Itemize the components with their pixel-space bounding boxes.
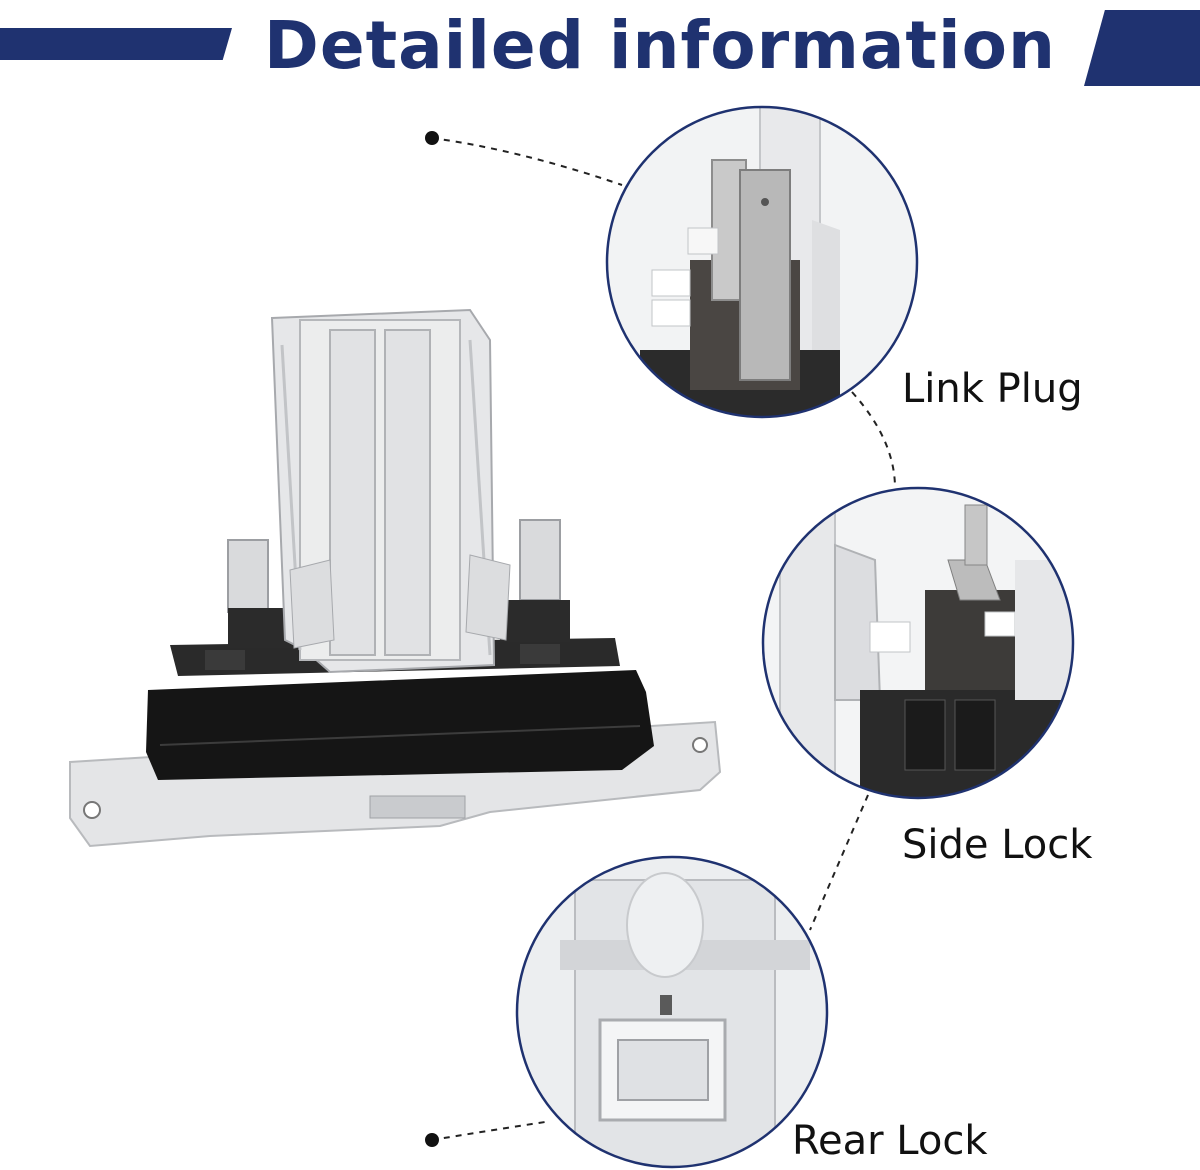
banner-right-bar — [1084, 10, 1200, 86]
banner-left-bar — [0, 28, 232, 60]
callout-label-side-lock: Side Lock — [902, 822, 1093, 868]
page-title: Detailed information — [264, 6, 1056, 84]
callout-label-link-plug: Link Plug — [902, 366, 1083, 412]
detail-circle-link-plug — [605, 105, 919, 419]
callout-dot — [425, 131, 439, 145]
callout-connectors — [431, 137, 896, 1141]
door-latch-image — [69, 308, 722, 848]
detail-circle-rear-lock — [515, 855, 829, 1169]
callout-dot — [425, 1133, 439, 1147]
callout-label-rear-lock: Rear Lock — [792, 1118, 988, 1164]
detail-circle-side-lock — [761, 486, 1075, 800]
